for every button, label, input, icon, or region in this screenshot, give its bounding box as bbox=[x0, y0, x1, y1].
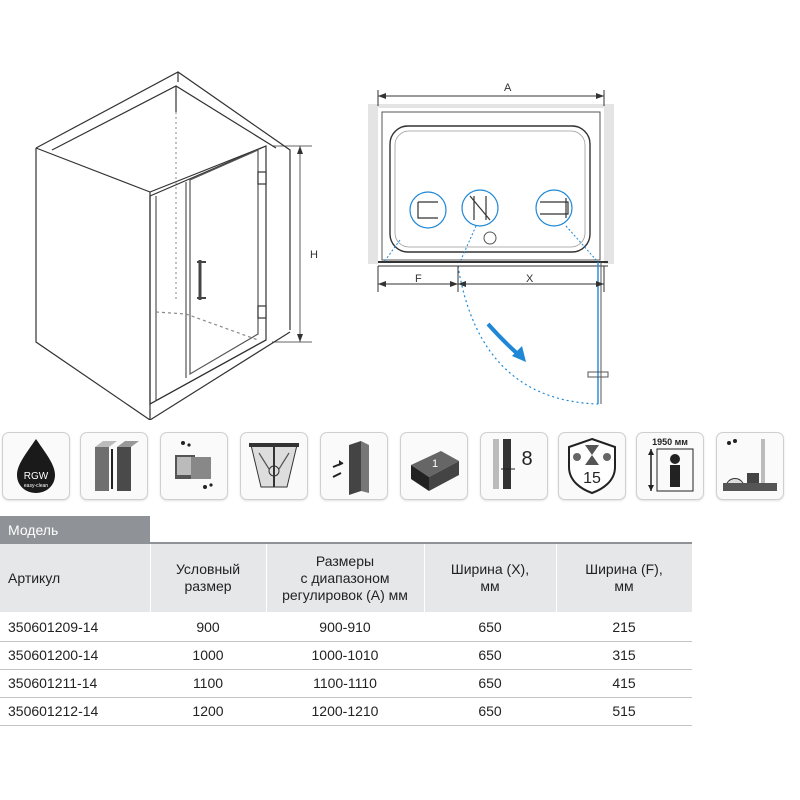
model-divider bbox=[150, 542, 692, 544]
cell-dimensions: 900-910 bbox=[319, 619, 371, 635]
svg-text:RGW: RGW bbox=[24, 471, 49, 482]
dim-f-label: F bbox=[415, 273, 422, 285]
cell-width-x: 650 bbox=[478, 647, 502, 663]
svg-text:easy-clean: easy-clean bbox=[24, 483, 48, 489]
svg-text:1: 1 bbox=[432, 458, 438, 470]
table-row: 350601212-14 1200 1200-1210 650 515 bbox=[0, 698, 692, 726]
cell-article: 350601212-14 bbox=[8, 703, 99, 719]
cell-dimensions: 1200-1210 bbox=[311, 703, 379, 719]
column-divider bbox=[150, 544, 151, 612]
magnetic-profile-icon bbox=[80, 432, 148, 500]
dim-a-label: A bbox=[504, 82, 512, 94]
cell-width-f: 215 bbox=[612, 619, 636, 635]
dim-x-label: X bbox=[526, 273, 534, 285]
cell-width-x: 650 bbox=[478, 619, 502, 635]
cell-nominal-size: 1100 bbox=[192, 675, 224, 691]
table-row: 350601209-14 900 900-910 650 215 bbox=[0, 614, 692, 642]
cell-article: 350601200-14 bbox=[8, 647, 99, 663]
cell-nominal-size: 900 bbox=[196, 619, 220, 635]
plan-view-drawing: A F X bbox=[368, 82, 614, 405]
cell-width-x: 650 bbox=[478, 703, 502, 719]
cell-dimensions: 1000-1010 bbox=[311, 647, 379, 663]
cell-width-x: 650 bbox=[478, 675, 502, 691]
header-width-x: Ширина (Х),мм bbox=[450, 561, 530, 594]
dim-h-label: H bbox=[310, 249, 318, 261]
cell-nominal-size: 1200 bbox=[192, 703, 224, 719]
column-divider bbox=[424, 544, 425, 612]
warranty-15-icon: 15 bbox=[558, 432, 626, 500]
svg-text:1950 мм: 1950 мм bbox=[652, 437, 688, 447]
cell-article: 350601211-14 bbox=[8, 675, 98, 691]
glass-thickness-1-icon: 1 bbox=[400, 432, 468, 500]
door-swing-icon bbox=[240, 432, 308, 500]
cell-dimensions: 1100-1110 bbox=[313, 675, 377, 691]
cell-width-f: 415 bbox=[612, 675, 636, 691]
hinge-icon bbox=[160, 432, 228, 500]
cell-width-f: 315 bbox=[612, 647, 636, 663]
table-row: 350601200-14 1000 1000-1010 650 315 bbox=[0, 642, 692, 670]
header-width-f: Ширина (F),мм bbox=[585, 561, 663, 594]
water-drip-seal-icon bbox=[716, 432, 784, 500]
rgw-easy-clean-icon: RGW easy-clean bbox=[2, 432, 70, 500]
cell-article: 350601209-14 bbox=[8, 619, 99, 635]
svg-text:8: 8 bbox=[521, 448, 532, 470]
cell-nominal-size: 1000 bbox=[192, 647, 224, 663]
column-divider bbox=[266, 544, 267, 612]
glass-8mm-icon: 8 bbox=[480, 432, 548, 500]
model-label: Модель bbox=[0, 516, 150, 544]
header-article: Артикул bbox=[8, 569, 61, 586]
cell-width-f: 515 bbox=[612, 703, 636, 719]
enclosure-3d-drawing: H bbox=[35, 71, 318, 420]
table-row: 350601211-14 1100 1100-1110 650 415 bbox=[0, 670, 692, 698]
column-divider bbox=[556, 544, 557, 612]
height-1950-icon: 1950 мм bbox=[636, 432, 704, 500]
wall-profile-adjust-icon bbox=[320, 432, 388, 500]
svg-text:15: 15 bbox=[583, 470, 601, 487]
